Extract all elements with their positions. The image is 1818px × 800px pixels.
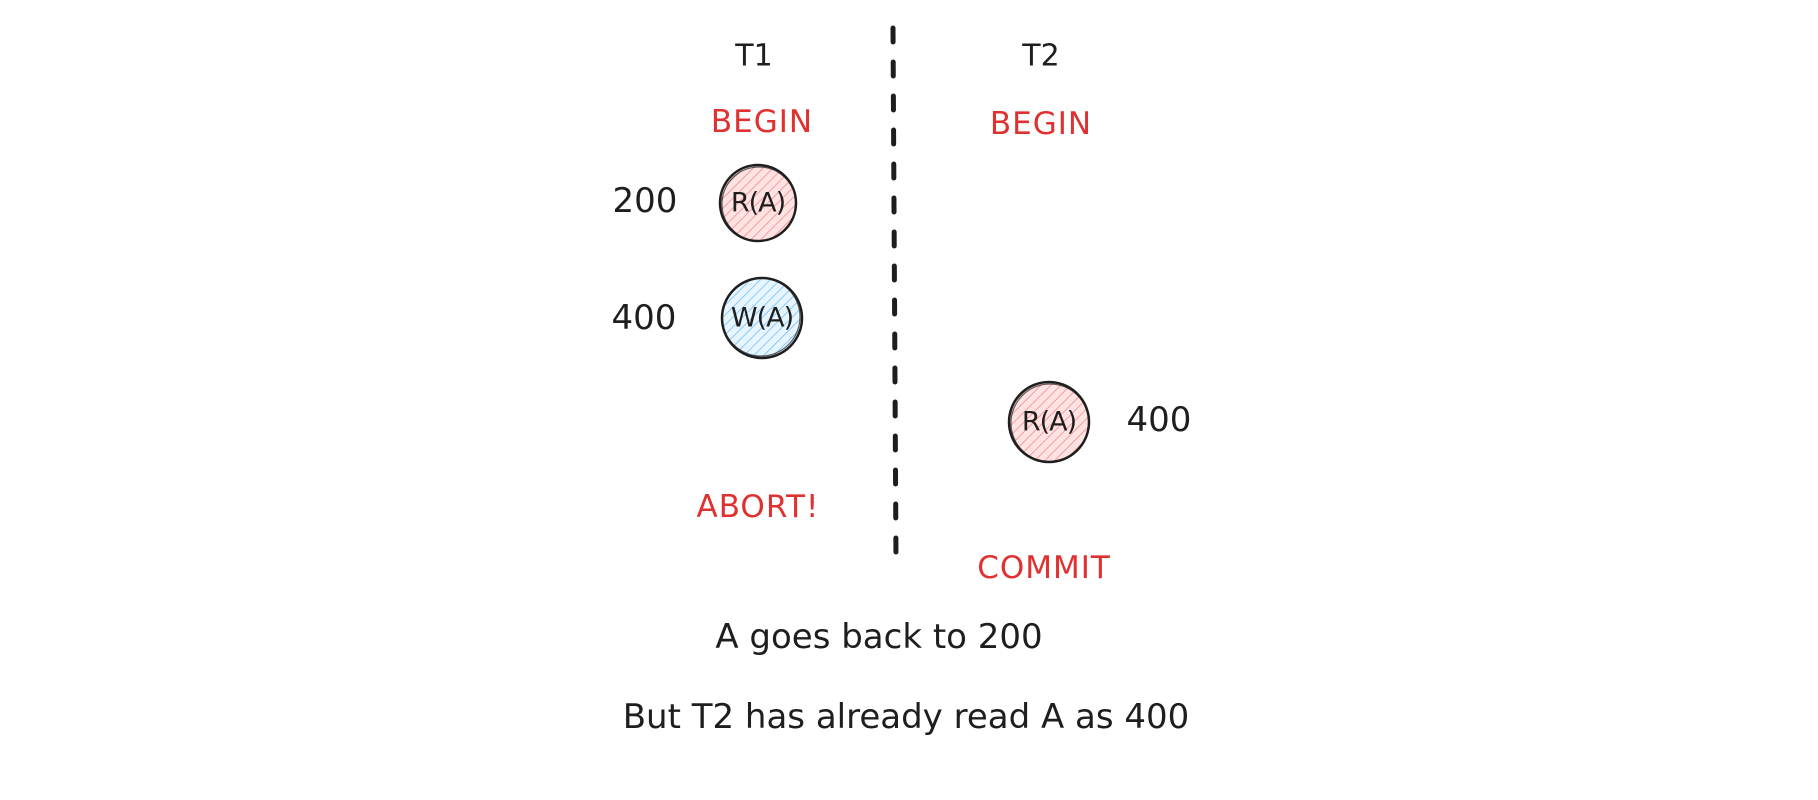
t2-commit-label: COMMIT: [977, 550, 1111, 586]
t2-header: T2: [1022, 38, 1060, 74]
t1-header: T1: [735, 38, 773, 74]
t2-read-value: 400: [1126, 400, 1192, 440]
t1-read-op: R(A): [730, 187, 786, 219]
separator-line: [890, 25, 899, 563]
t1-write-circle: [720, 276, 804, 360]
t1-read-value: 200: [612, 181, 678, 221]
t2-read-op: R(A): [1021, 406, 1077, 438]
rollback-note: A goes back to 200: [715, 617, 1043, 657]
t1-write-value: 400: [611, 298, 677, 338]
t2-begin-label: BEGIN: [989, 106, 1093, 142]
t2-read-circle: [1007, 380, 1091, 464]
t1-abort-label: ABORT!: [696, 489, 820, 525]
dirty-read-note: But T2 has already read A as 400: [622, 697, 1190, 737]
t1-read-circle: [718, 163, 798, 243]
t1-begin-label: BEGIN: [710, 104, 814, 140]
t1-write-op: W(A): [730, 302, 794, 334]
